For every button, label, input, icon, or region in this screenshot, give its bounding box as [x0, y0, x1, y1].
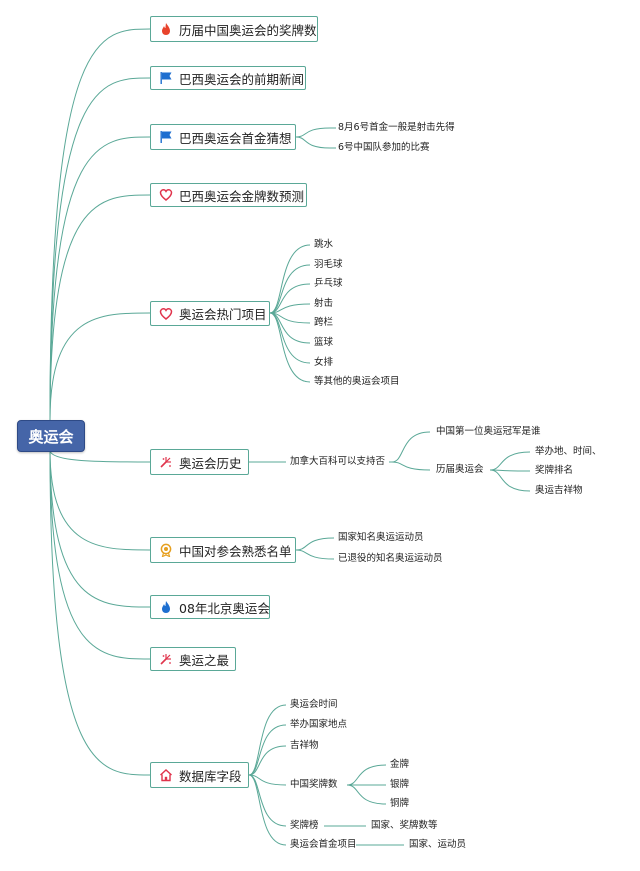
- leaf-event[interactable]: 跳水: [314, 239, 334, 250]
- connector: [269, 244, 311, 314]
- leaf-db-field[interactable]: 举办国家地点: [290, 719, 348, 730]
- topic-olympic-records[interactable]: 奥运之最: [150, 647, 236, 671]
- connector: [269, 303, 311, 314]
- topic-label: 数据库字段: [179, 768, 242, 784]
- connector: [248, 774, 287, 846]
- topic-database-fields[interactable]: 数据库字段: [150, 762, 249, 788]
- fireworks-icon: [159, 652, 173, 666]
- branch-connector: [49, 312, 151, 421]
- branch-connector: [49, 194, 151, 421]
- leaf-past-olympics[interactable]: 历届奥运会: [436, 464, 484, 475]
- connector: [295, 127, 331, 138]
- branch-connector: [49, 77, 151, 421]
- connector: [295, 136, 331, 149]
- topic-label: 巴西奥运会首金猜想: [179, 130, 292, 146]
- connector: [248, 704, 287, 776]
- connector: [248, 774, 287, 786]
- branch-connector: [49, 449, 151, 660]
- topic-label: 巴西奥运会的前期新闻: [179, 71, 305, 87]
- leaf-db-field[interactable]: 奖牌榜: [290, 820, 319, 831]
- connector: [489, 469, 531, 472]
- topic-label: 奥运会热门项目: [179, 307, 267, 322]
- heart-icon: [159, 307, 173, 321]
- connector: [391, 461, 431, 471]
- connector: [346, 764, 387, 786]
- leaf-famous-athletes[interactable]: 国家知名奥运运动员: [338, 532, 424, 543]
- connector: [248, 745, 287, 776]
- topic-medal-history[interactable]: 历届中国奥运会的奖牌数: [150, 16, 318, 42]
- leaf-medal-type[interactable]: 银牌: [390, 779, 410, 790]
- branch-connector: [49, 136, 151, 421]
- flag-icon: [159, 130, 173, 144]
- leaf-db-field[interactable]: 奥运会时间: [290, 699, 338, 710]
- connector: [391, 431, 431, 463]
- leaf-event[interactable]: 跨栏: [314, 317, 334, 328]
- leaf-db-field[interactable]: 吉祥物: [290, 740, 319, 751]
- fire-icon: [159, 22, 173, 36]
- leaf-china-team-events[interactable]: 6号中国队参加的比赛: [338, 142, 430, 153]
- leaf-first-gold-shooting[interactable]: 8月6号首金一般是射击先得: [338, 122, 455, 133]
- topic-brazil-news[interactable]: 巴西奥运会的前期新闻: [150, 66, 306, 90]
- branch-connector: [49, 449, 151, 776]
- leaf-first-gold-detail[interactable]: 国家、运动员: [409, 839, 467, 850]
- connector: [269, 312, 311, 383]
- connector: [295, 549, 335, 560]
- leaf-medal-ranking[interactable]: 奖牌排名: [535, 465, 574, 476]
- flag-icon: [159, 71, 173, 85]
- leaf-medal-type[interactable]: 金牌: [390, 759, 410, 770]
- branch-connector: [49, 449, 151, 463]
- leaf-db-field[interactable]: 中国奖牌数: [290, 779, 338, 790]
- leaf-retired-athletes[interactable]: 已退役的知名奥运运动员: [338, 553, 443, 564]
- leaf-event[interactable]: 乒乓球: [314, 278, 343, 289]
- root-topic[interactable]: 奥运会: [17, 420, 85, 452]
- leaf-host-time[interactable]: 举办地、时间、: [535, 446, 602, 457]
- leaf-mascot[interactable]: 奥运吉祥物: [535, 485, 583, 496]
- topic-beijing-2008[interactable]: 08年北京奥运会: [150, 595, 270, 619]
- fireworks-icon: [159, 455, 173, 469]
- leaf-first-china-champion[interactable]: 中国第一位奥运冠军是谁: [436, 426, 541, 437]
- medal-icon: [159, 543, 173, 557]
- leaf-event[interactable]: 射击: [314, 298, 334, 309]
- topic-label: 中国对参会熟悉名单: [179, 543, 292, 559]
- topic-label: 巴西奥运会金牌数预测: [179, 188, 305, 204]
- leaf-ranking-detail[interactable]: 国家、奖牌数等: [371, 820, 438, 831]
- connector: [269, 283, 311, 314]
- topic-label: 08年北京奥运会: [179, 600, 270, 616]
- topic-label: 奥运会历史: [179, 455, 242, 471]
- topic-popular-events[interactable]: 奥运会热门项目: [150, 301, 270, 326]
- leaf-medal-type[interactable]: 铜牌: [390, 798, 410, 809]
- topic-label: 奥运之最: [179, 652, 230, 668]
- leaf-canada-encyclopedia[interactable]: 加拿大百科可以支持否: [290, 456, 386, 467]
- leaf-event[interactable]: 羽毛球: [314, 259, 343, 270]
- leaf-db-field[interactable]: 奥运会首金项目: [290, 839, 357, 850]
- leaf-event[interactable]: 等其他的奥运会项目: [314, 376, 400, 387]
- branch-connector: [49, 449, 151, 608]
- topic-label: 历届中国奥运会的奖牌数: [179, 22, 317, 38]
- leaf-event[interactable]: 女排: [314, 357, 334, 368]
- topic-china-roster[interactable]: 中国对参会熟悉名单: [150, 537, 296, 563]
- connector: [489, 451, 531, 471]
- water-flame-icon: [159, 600, 173, 614]
- topic-history[interactable]: 奥运会历史: [150, 449, 249, 475]
- connector: [489, 469, 531, 492]
- branch-connector: [49, 28, 151, 421]
- heart-icon: [159, 188, 173, 202]
- branch-connector: [49, 449, 151, 551]
- connector: [346, 784, 387, 805]
- topic-first-gold-guess[interactable]: 巴西奥运会首金猜想: [150, 124, 296, 150]
- home-icon: [159, 768, 173, 782]
- topic-gold-forecast[interactable]: 巴西奥运会金牌数预测: [150, 183, 307, 207]
- connector: [295, 537, 335, 551]
- leaf-event[interactable]: 篮球: [314, 337, 334, 348]
